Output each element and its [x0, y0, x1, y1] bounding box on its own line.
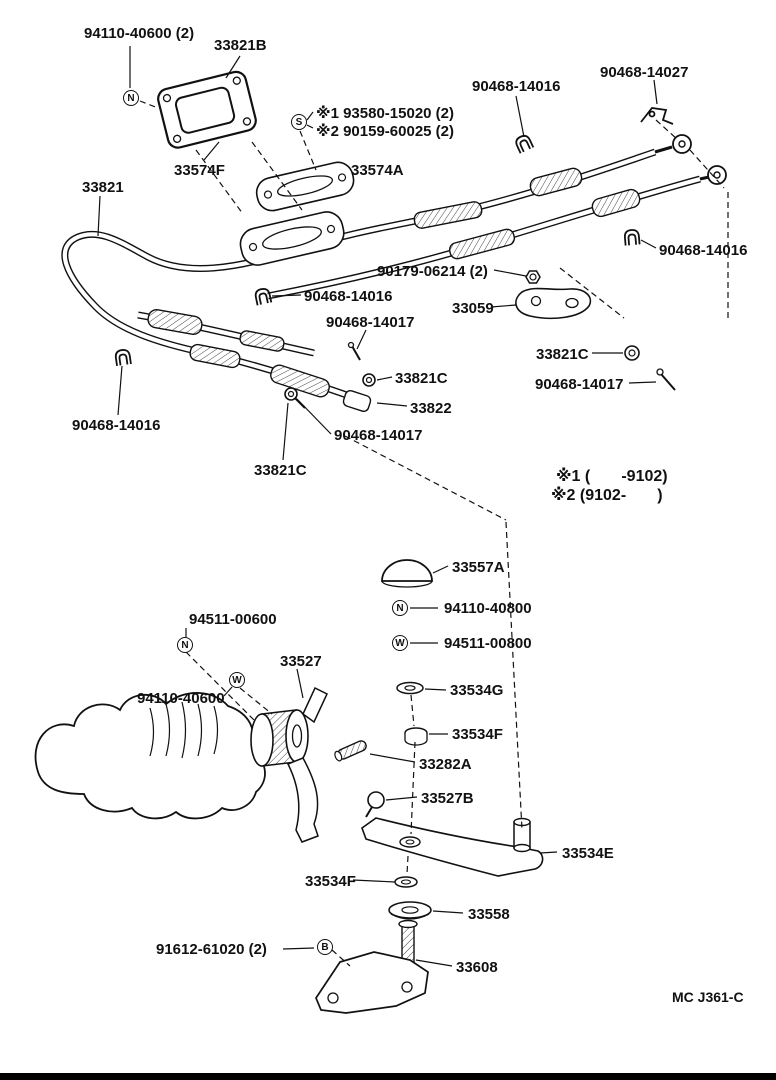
circled-n-icon: N — [177, 637, 193, 653]
part-label-90468-14016-right: 90468-14016 — [659, 242, 748, 259]
cap-33534F-upper — [404, 727, 428, 746]
part-label-90468-14016-top: 90468-14016 — [472, 78, 561, 95]
part-label-33608: 33608 — [456, 959, 498, 976]
cross-link-33534E — [361, 817, 544, 877]
note-ref2: ※2 (9102- ) — [551, 487, 663, 504]
part-label-33534G: 33534G — [450, 682, 504, 699]
circled-w-icon: W — [229, 672, 245, 688]
bottom-bracket — [315, 951, 429, 1014]
part-label-33534F-lower: 33534F — [305, 873, 356, 890]
part-label-33059: 33059 — [452, 300, 494, 317]
bracket-90468-14027 — [640, 107, 674, 125]
leader-lines — [97, 46, 658, 967]
part-label-90159-60025: ※2 90159-60025 (2) — [316, 123, 455, 140]
dashed-lines — [139, 100, 729, 967]
part-label-90468-14017-mid: 90468-14017 — [326, 314, 415, 331]
lever-33059 — [515, 287, 592, 320]
clip-icon — [114, 348, 132, 367]
part-label-33557A: 33557A — [452, 559, 505, 576]
part-label-33821C-mid: 33821C — [395, 370, 448, 387]
page-edge-bar — [0, 1073, 776, 1080]
part-label-94110-40600-top: 94110-40600 (2) — [84, 25, 195, 42]
part-label-90179-06214: 90179-06214 (2) — [377, 263, 488, 280]
part-label-33527: 33527 — [280, 653, 322, 670]
part-label-94511-00600: 94511-00600 — [189, 611, 277, 628]
part-label-33282A: 33282A — [419, 756, 472, 773]
gasket-33574F — [255, 161, 355, 212]
part-label-33574F: 33574F — [174, 162, 225, 179]
part-label-33534F-upper: 33534F — [452, 726, 503, 743]
part-label-94110-40600-low: 94110-40600 — [137, 690, 225, 707]
gasket-33574A — [239, 211, 345, 266]
washer-33534F-lower — [394, 876, 418, 888]
ball-stud-33527B — [365, 791, 385, 818]
grommet-33558 — [388, 901, 432, 920]
mounting-plate-33821B — [157, 70, 257, 149]
part-label-33821: 33821 — [82, 179, 124, 196]
part-label-33821B: 33821B — [214, 37, 267, 54]
part-label-90468-14016-mid: 90468-14016 — [304, 288, 393, 305]
part-label-91612-61020: 91612-61020 (2) — [156, 941, 267, 958]
circled-s-icon: S — [291, 114, 307, 130]
note-ref1: ※1 ( -9102) — [556, 468, 668, 485]
washer-33534G — [396, 681, 424, 695]
drawing-code: MC J361-C — [672, 989, 744, 1005]
part-label-33527B: 33527B — [421, 790, 474, 807]
part-label-90468-14017-low: 90468-14017 — [334, 427, 423, 444]
small-fittings — [284, 270, 676, 409]
circled-w-icon: W — [392, 635, 408, 651]
circled-b-icon: B — [317, 939, 333, 955]
part-label-33821C-low: 33821C — [254, 462, 307, 479]
clip-icon — [623, 228, 641, 247]
part-label-90468-14017-right: 90468-14017 — [535, 376, 624, 393]
part-label-33822: 33822 — [410, 400, 452, 417]
part-label-94511-00800: 94511-00800 — [444, 635, 532, 652]
part-label-33558: 33558 — [468, 906, 510, 923]
cable-adjusters — [147, 167, 641, 413]
circled-n-icon: N — [392, 600, 408, 616]
part-label-94110-40800: 94110-40800 — [444, 600, 532, 617]
part-label-90468-14027: 90468-14027 — [600, 64, 689, 81]
knob-33557A — [381, 559, 433, 588]
bolt-33608 — [398, 919, 418, 969]
circled-n-icon: N — [123, 90, 139, 106]
part-label-33534E: 33534E — [562, 845, 614, 862]
part-label-93580-15020: ※1 93580-15020 (2) — [316, 105, 455, 122]
shift-lever-33527 — [250, 686, 328, 843]
part-label-33574A: 33574A — [351, 162, 404, 179]
pin-33282A — [334, 740, 367, 762]
part-label-90468-14016-left: 90468-14016 — [72, 417, 161, 434]
part-label-33821C-right: 33821C — [536, 346, 589, 363]
